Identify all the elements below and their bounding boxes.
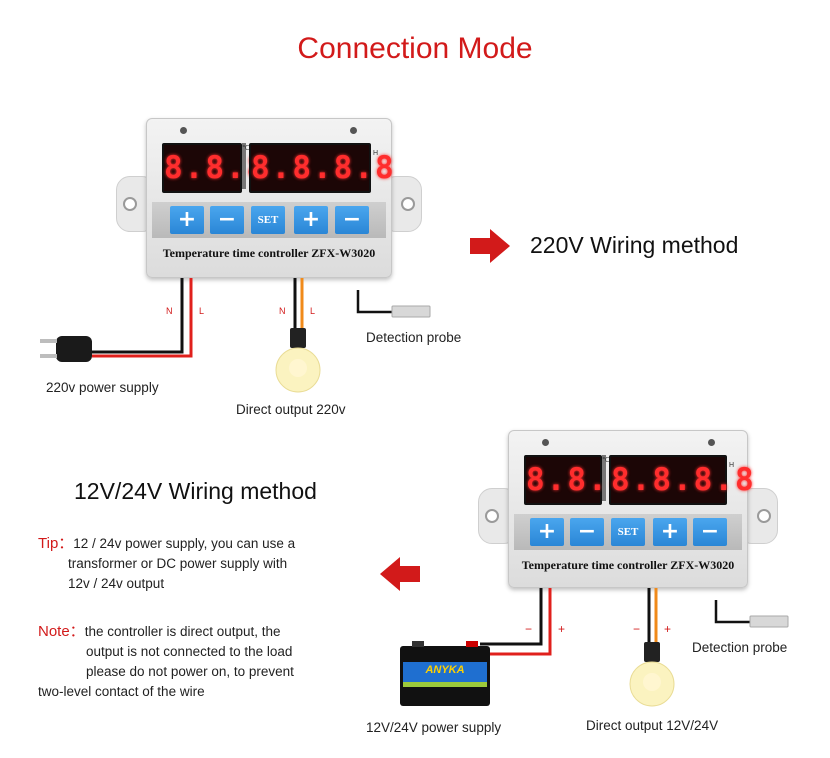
caption-detection-probe: Detection probe bbox=[366, 330, 462, 345]
caption-direct-output-220v: Direct output 220v bbox=[236, 402, 346, 417]
light-bulb-icon bbox=[275, 328, 321, 393]
wire-label-plus: + bbox=[664, 622, 672, 636]
heading-220v: 220V Wiring method bbox=[530, 232, 739, 258]
set-button[interactable]: SET bbox=[611, 518, 645, 546]
indicator-led-left bbox=[542, 439, 549, 446]
tip-label: Tip： bbox=[38, 535, 74, 552]
unit-label-time: H bbox=[729, 462, 735, 469]
arrow-left-icon bbox=[380, 557, 420, 591]
wire-label-n: N bbox=[279, 306, 286, 316]
neutral-wire bbox=[92, 278, 184, 354]
minus-button[interactable]: − bbox=[570, 518, 604, 546]
indicator-led-right bbox=[350, 127, 357, 134]
indicator-led-left bbox=[180, 127, 187, 134]
model-label: Temperature time controller ZFX-W3020 bbox=[162, 246, 376, 260]
plus-button[interactable]: + bbox=[530, 518, 564, 546]
indicator-led-right bbox=[708, 439, 715, 446]
controller-device-12v: 8.8.8 ℃ 8.8.8.8 H + − SET + − Temperatur… bbox=[478, 430, 778, 588]
caption-12v-24v-power-supply: 12V/24V power supply bbox=[366, 720, 502, 735]
wire-label-minus: − bbox=[633, 622, 641, 636]
note-text: Note：the controller is direct output, th… bbox=[38, 623, 294, 699]
arrow-right-icon bbox=[470, 229, 510, 263]
unit-label-time: H bbox=[373, 150, 379, 157]
minus-button[interactable]: − bbox=[210, 206, 244, 234]
plus-button[interactable]: + bbox=[294, 206, 328, 234]
caption-detection-probe: Detection probe bbox=[692, 640, 788, 655]
minus-button[interactable]: − bbox=[335, 206, 369, 234]
heading-12v-24v: 12V/24V Wiring method bbox=[74, 478, 317, 504]
set-button[interactable]: SET bbox=[251, 206, 285, 234]
wire-label-l: L bbox=[199, 306, 205, 316]
caption-220v-power-supply: 220v power supply bbox=[46, 380, 159, 395]
power-plug-icon bbox=[40, 336, 92, 362]
plus-button[interactable]: + bbox=[170, 206, 204, 234]
plus-button[interactable]: + bbox=[653, 518, 687, 546]
wire-label-plus: + bbox=[558, 622, 566, 636]
live-wire bbox=[92, 278, 193, 358]
wire-label-minus: − bbox=[525, 622, 533, 636]
battery-brand: ANYKA bbox=[425, 664, 465, 676]
tip-text: Tip：12 / 24v power supply, you can use a… bbox=[38, 535, 296, 591]
detection-probe-icon bbox=[391, 305, 431, 318]
battery-icon bbox=[400, 641, 490, 706]
note-label: Note： bbox=[38, 623, 85, 640]
model-label: Temperature time controller ZFX-W3020 bbox=[521, 558, 735, 572]
unit-label-temp: ℃ bbox=[602, 457, 610, 464]
caption-direct-output-12v-24v: Direct output 12V/24V bbox=[586, 718, 719, 733]
unit-label-temp: ℃ bbox=[242, 145, 250, 152]
detection-probe-icon bbox=[749, 615, 789, 628]
light-bulb-icon bbox=[629, 642, 675, 707]
minus-button[interactable]: − bbox=[693, 518, 727, 546]
wire-label-l: L bbox=[310, 306, 316, 316]
controller-device-220v: 8.8.8 ℃ 8.8.8.8 H + − SET + − Temperatur… bbox=[116, 118, 422, 278]
wire-label-n: N bbox=[166, 306, 173, 316]
page-title: Connection Mode bbox=[297, 32, 533, 65]
time-display: 8.8.8.8 bbox=[249, 143, 394, 193]
